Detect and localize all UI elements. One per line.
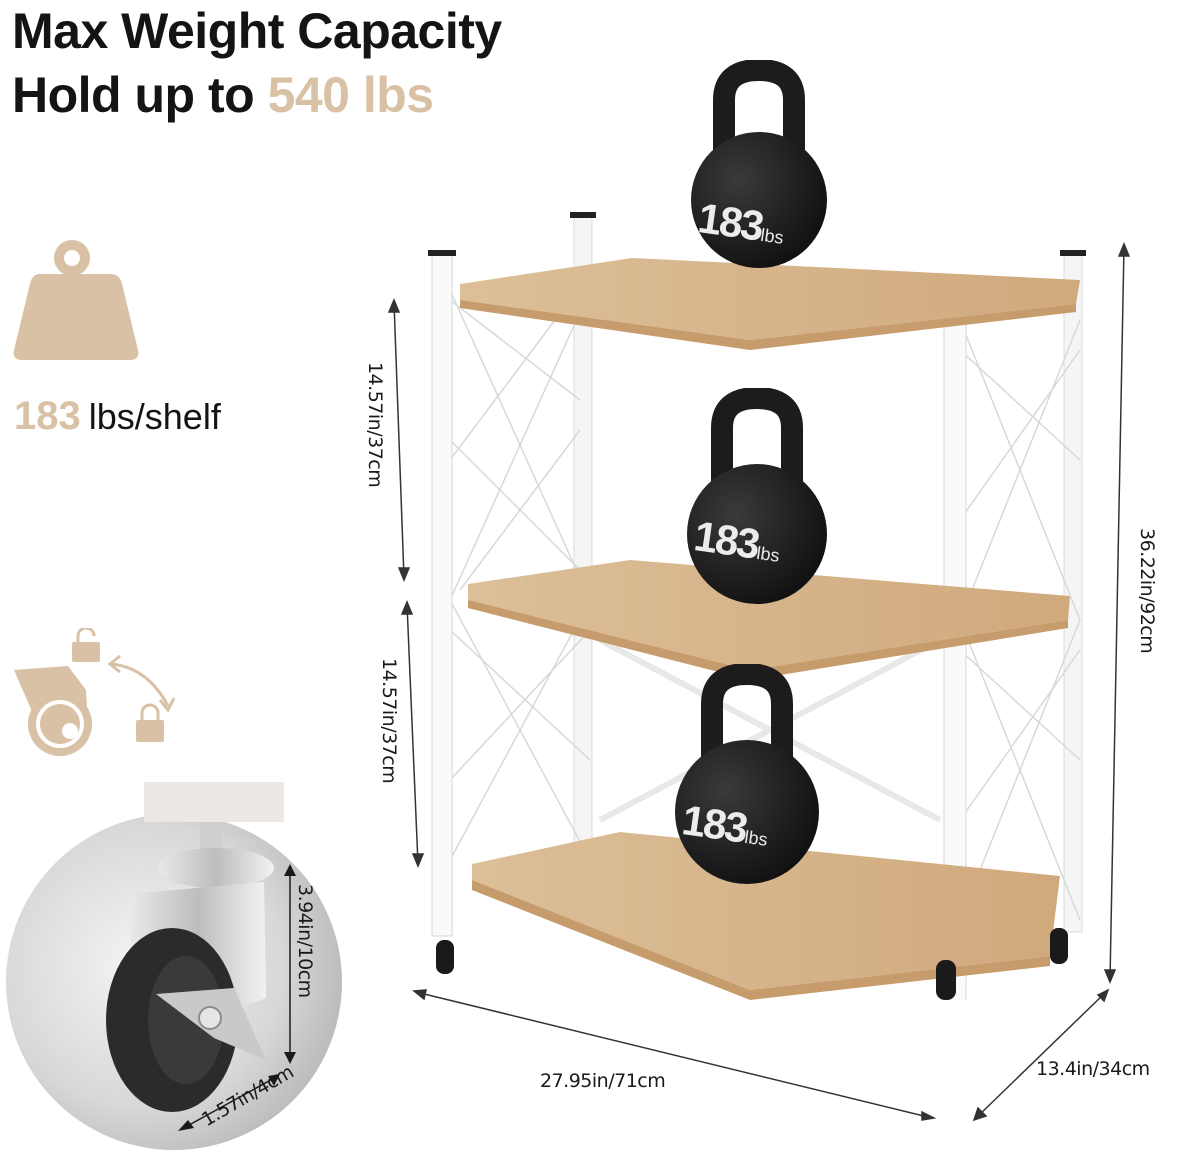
depth-label: 13.4in/34cm xyxy=(1036,1058,1150,1080)
caster-height-label: 3.94in/10cm xyxy=(294,884,316,998)
kettlebell-unit: lbs xyxy=(755,542,781,566)
lock-open-icon xyxy=(72,628,100,662)
kettlebell-top: 183lbs xyxy=(684,58,834,270)
kettlebell-value: 183 xyxy=(679,796,750,852)
total-height-label: 36.22in/92cm xyxy=(1136,528,1158,654)
caster-lock-icon xyxy=(14,628,176,756)
kettlebell-unit: lbs xyxy=(743,826,769,850)
shelf-gap-top-label: 14.57in/37cm xyxy=(364,362,386,488)
headline-title: Max Weight Capacity xyxy=(12,3,502,59)
weight-icon xyxy=(13,240,139,360)
kettlebell-middle: 183lbs xyxy=(682,386,832,608)
per-shelf-value: 183 xyxy=(14,394,81,438)
kettlebell-bottom: 183lbs xyxy=(672,662,822,888)
kettlebell-value: 183 xyxy=(691,512,762,568)
shelf-gap-bottom-label: 14.57in/37cm xyxy=(378,658,400,784)
headline-subtitle: Hold up to 540 lbs xyxy=(12,70,434,120)
shelf-unit-illustration xyxy=(428,212,1086,1000)
kettlebell-unit: lbs xyxy=(759,224,785,248)
per-shelf-unit: lbs/shelf xyxy=(88,396,221,437)
caster-closeup: 3.94in/10cm 1.57in/4cm xyxy=(4,782,344,1150)
width-label: 27.95in/71cm xyxy=(540,1070,666,1092)
caster-illustration xyxy=(6,782,342,1150)
lock-closed-icon xyxy=(136,703,164,742)
kettlebell-value: 183 xyxy=(695,194,766,250)
headline-max-weight: 540 lbs xyxy=(267,67,435,123)
headline-prefix: Hold up to xyxy=(12,67,255,123)
